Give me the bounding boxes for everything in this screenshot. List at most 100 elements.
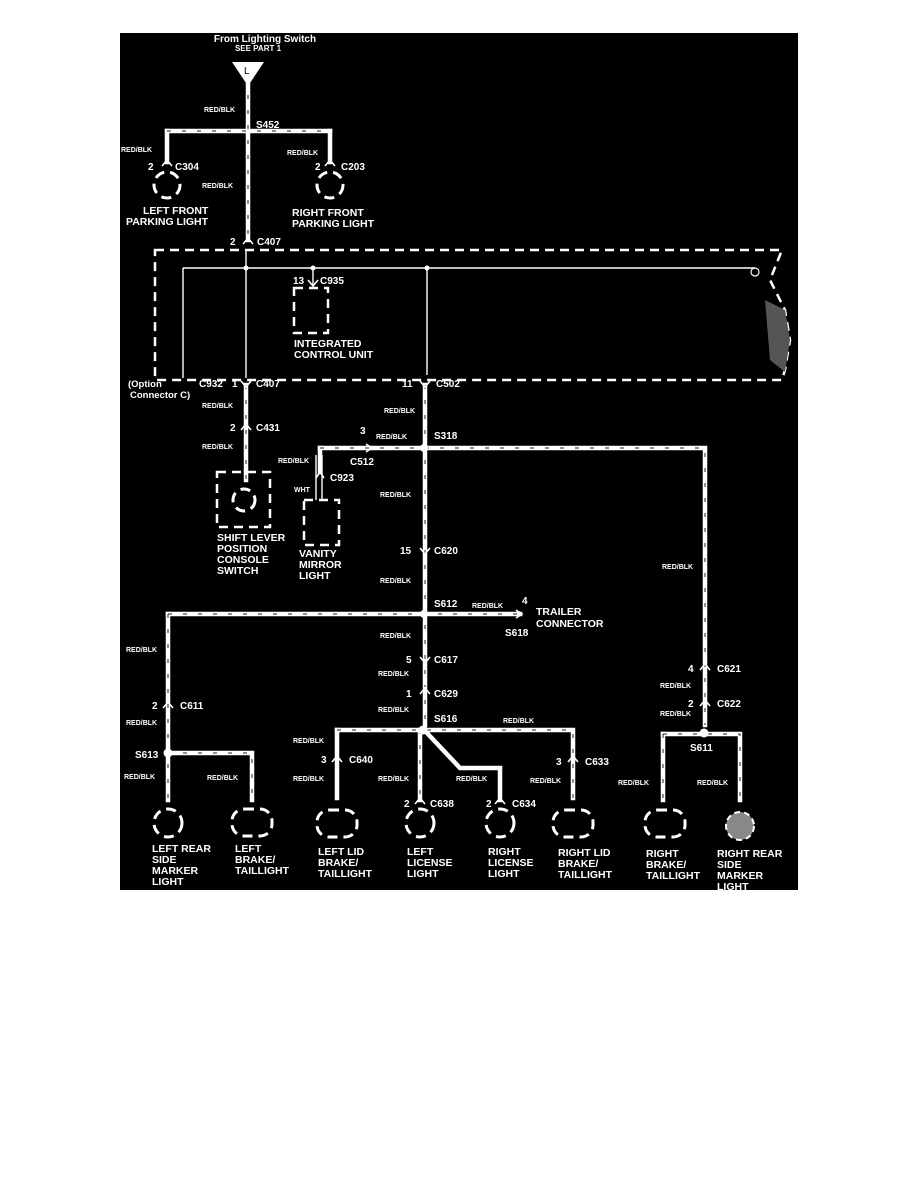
wire-color-label: RED/BLK bbox=[660, 711, 691, 718]
right-front-parking-lamp bbox=[315, 170, 345, 200]
connector-label: C932 bbox=[199, 379, 223, 390]
wire-color-label: RED/BLK bbox=[202, 444, 233, 451]
wire-color-label: RED/BLK bbox=[697, 780, 728, 787]
wire-color-label: RED/BLK bbox=[121, 147, 152, 154]
left-license-light-label: LEFT LICENSE LIGHT bbox=[407, 846, 455, 880]
splice-label: S611 bbox=[690, 743, 713, 754]
connector-label: C512 bbox=[350, 457, 374, 468]
wire-color-label: RED/BLK bbox=[384, 408, 415, 415]
pin-number: 15 bbox=[400, 546, 412, 557]
s318-bus bbox=[317, 445, 708, 728]
connector-label: C923 bbox=[330, 473, 354, 484]
connector-label: C622 bbox=[717, 699, 741, 710]
wire-color-label: WHT bbox=[294, 487, 311, 494]
pin-number: 2 bbox=[404, 799, 410, 810]
pin-number: 4 bbox=[688, 664, 694, 675]
source-label: From Lighting Switch bbox=[214, 34, 316, 45]
wire-color-label: RED/BLK bbox=[378, 776, 409, 783]
pin-number: 1 bbox=[406, 689, 412, 700]
connector-label: C638 bbox=[430, 799, 454, 810]
pin-number: 2 bbox=[688, 699, 694, 710]
wire-color-label: RED/BLK bbox=[472, 603, 503, 610]
pin-number: 3 bbox=[556, 757, 562, 768]
connector-label: C633 bbox=[585, 757, 609, 768]
wire-color-label: RED/BLK bbox=[207, 775, 238, 782]
wire-color-label: RED/BLK bbox=[380, 492, 411, 499]
connector-label: C304 bbox=[175, 162, 199, 173]
splice-dots bbox=[163, 265, 760, 758]
connector-label: C611 bbox=[180, 701, 204, 712]
wire-color-label: RED/BLK bbox=[204, 107, 235, 114]
wire-to-right-license bbox=[423, 729, 503, 803]
right-license-lamp bbox=[484, 807, 516, 839]
vanity-mirror-box bbox=[302, 498, 341, 547]
wire-color-label: RED/BLK bbox=[380, 578, 411, 585]
wire-color-label: RED/BLK bbox=[530, 778, 561, 785]
right-front-parking-light-label: RIGHT FRONT PARKING LIGHT bbox=[292, 207, 375, 230]
pin-number: 2 bbox=[486, 799, 492, 810]
pin-number: 2 bbox=[230, 423, 236, 434]
connector-label: C935 bbox=[320, 276, 344, 287]
right-rear-side-marker-lamp bbox=[725, 811, 755, 841]
option-connector-label: (Option Connector C) bbox=[128, 379, 190, 401]
left-front-parking-light-label: LEFT FRONT PARKING LIGHT bbox=[126, 205, 211, 228]
labels: From Lighting Switch SEE PART 1 RED/BLK … bbox=[121, 34, 785, 893]
wire-color-label: RED/BLK bbox=[124, 774, 155, 781]
pin-number: 3 bbox=[360, 426, 366, 437]
left-rear-side-marker-lamp bbox=[152, 807, 184, 839]
wire-color-label: RED/BLK bbox=[618, 780, 649, 787]
splice-label: S618 bbox=[505, 628, 529, 639]
wire-color-label: RED/BLK bbox=[376, 434, 407, 441]
connector-label: C407 bbox=[257, 237, 281, 248]
wire-color-label: RED/BLK bbox=[202, 403, 233, 410]
wire-to-left-brake bbox=[165, 750, 255, 803]
left-lid-brake-taillight-label: LEFT LID BRAKE/ TAILLIGHT bbox=[318, 846, 373, 880]
connector-label: C629 bbox=[434, 689, 458, 700]
pin-number: 2 bbox=[230, 237, 236, 248]
connector-label: C640 bbox=[349, 755, 373, 766]
right-license-light-label: RIGHT LICENSE LIGHT bbox=[488, 846, 536, 880]
splice-label: S318 bbox=[434, 431, 458, 442]
pin-number: 4 bbox=[522, 596, 528, 607]
connector-chevrons bbox=[161, 158, 711, 805]
wire-color-label: RED/BLK bbox=[126, 720, 157, 727]
shift-lever-switch-box bbox=[215, 470, 272, 529]
wire-color-label: RED/BLK bbox=[660, 683, 691, 690]
source-letter: L bbox=[244, 66, 250, 77]
shift-lever-switch-symbol bbox=[231, 487, 257, 513]
connector-label: C502 bbox=[436, 379, 460, 390]
right-brake-taillight-label: RIGHT BRAKE/ TAILLIGHT bbox=[646, 848, 701, 882]
trailer-connector-label: TRAILER CONNECTOR bbox=[536, 606, 604, 630]
right-lid-brake-taillight-label: RIGHT LID BRAKE/ TAILLIGHT bbox=[558, 847, 613, 881]
wire-color-label: RED/BLK bbox=[378, 707, 409, 714]
pin-number: 2 bbox=[315, 162, 321, 173]
left-brake-tail-lamp bbox=[230, 807, 274, 838]
right-rear-side-marker-label: RIGHT REAR SIDE MARKER LIGHT bbox=[717, 848, 785, 893]
connector-label: C407 bbox=[256, 379, 280, 390]
pin-number: 2 bbox=[152, 701, 158, 712]
left-front-parking-lamp bbox=[152, 170, 182, 200]
connector-label: C617 bbox=[434, 655, 458, 666]
diagram-background bbox=[120, 33, 798, 890]
wire-color-label: RED/BLK bbox=[126, 647, 157, 654]
source-triangle bbox=[232, 62, 264, 86]
pin-number: 13 bbox=[293, 276, 305, 287]
connector-label: C203 bbox=[341, 162, 365, 173]
wire-color-label: RED/BLK bbox=[662, 564, 693, 571]
left-lid-brake-tail-lamp bbox=[315, 808, 359, 839]
pin-number: 2 bbox=[148, 162, 154, 173]
left-license-lamp bbox=[404, 807, 436, 839]
wire-color-label: RED/BLK bbox=[278, 458, 309, 465]
pin-number: 3 bbox=[321, 755, 327, 766]
lamps bbox=[152, 170, 755, 841]
splice-label: S613 bbox=[135, 750, 159, 761]
connector-label: C634 bbox=[512, 799, 536, 810]
pin-number: 11 bbox=[402, 379, 413, 390]
splice-label: S612 bbox=[434, 599, 458, 610]
boundary-shading bbox=[765, 300, 790, 372]
right-lid-brake-tail-lamp bbox=[551, 808, 595, 839]
splice-label: S452 bbox=[256, 120, 280, 131]
wire-color-label: RED/BLK bbox=[287, 150, 318, 157]
integrated-control-unit-label: INTEGRATED CONTROL UNIT bbox=[294, 338, 374, 361]
